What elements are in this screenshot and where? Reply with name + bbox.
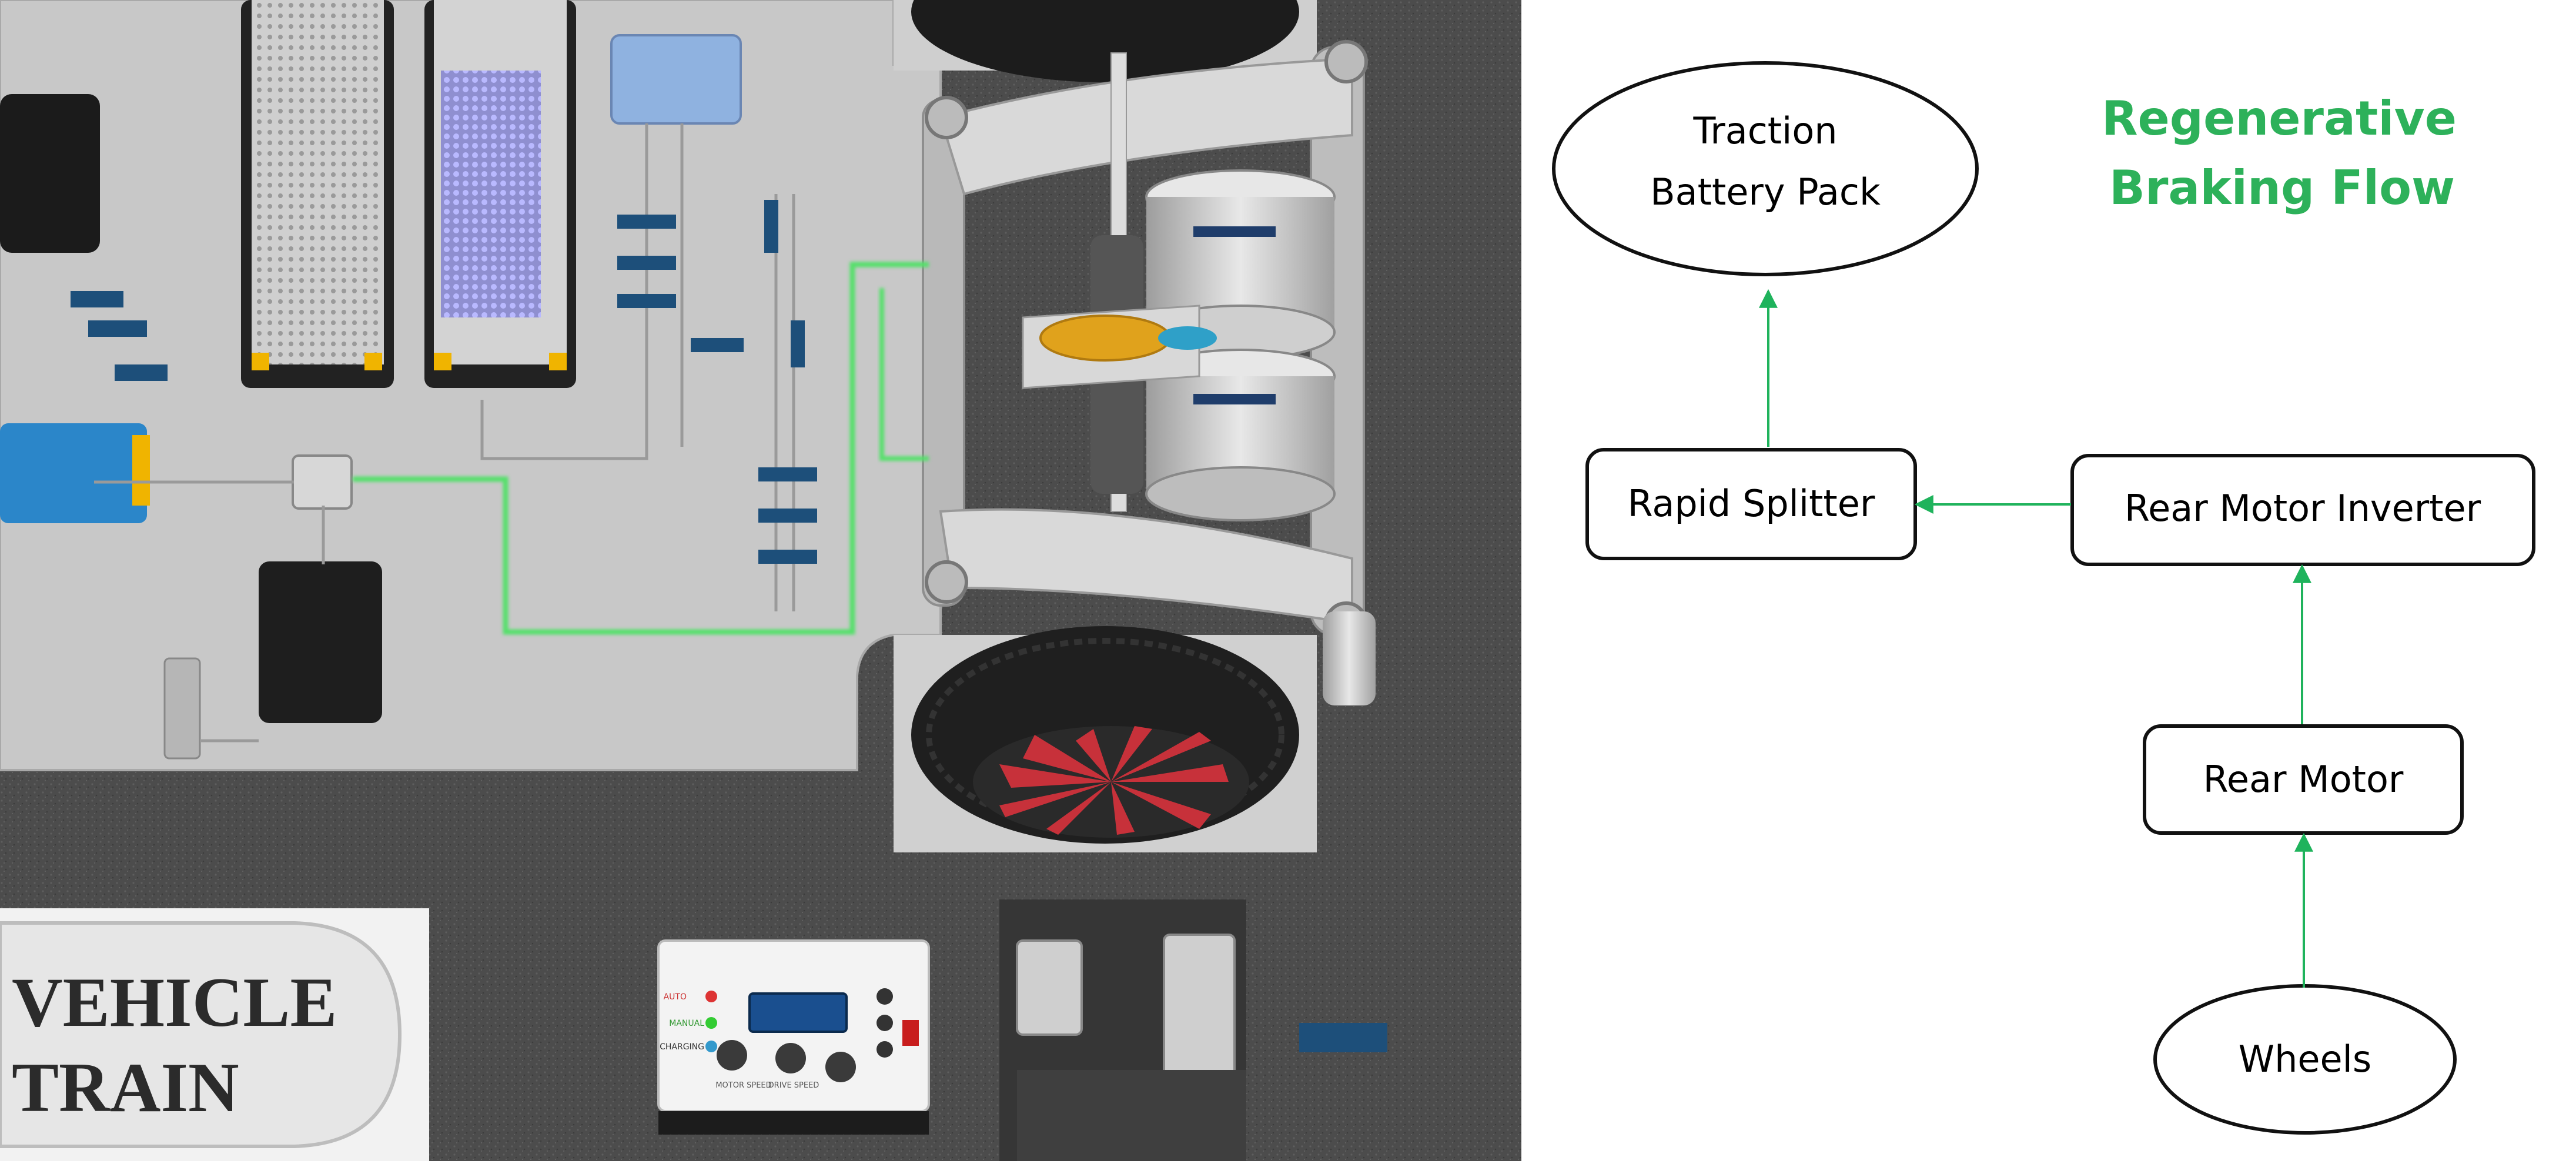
on-board-charger: [0, 423, 147, 523]
component-label-tags: [71, 200, 1387, 1052]
sign-line-2: TRAIN: [12, 1048, 239, 1126]
node-rear-motor-inverter: Rear Motor Inverter: [2070, 454, 2535, 566]
inverter-label: Rear Motor Inverter: [2125, 487, 2481, 530]
battery-module-1: [241, 0, 394, 388]
rapid-splitter-block: [292, 454, 353, 510]
regen-braking-diagram: Regenerative Braking Flow Traction Batte…: [1521, 0, 2576, 1161]
control-label-manual: MANUAL: [669, 1019, 704, 1028]
control-label-drive-speed: DRIVE SPEED: [768, 1081, 819, 1090]
wheels-label: Wheels: [2239, 1038, 2371, 1081]
control-label-motor-speed: MOTOR SPEED: [715, 1081, 771, 1090]
node-traction-battery-pack: Traction Battery Pack: [1552, 61, 1979, 276]
pedal-box: [999, 899, 1246, 1161]
motor-label: Rear Motor: [2203, 758, 2404, 801]
battery-module-2: [424, 0, 576, 388]
onboard-charger-connector: [132, 435, 150, 506]
title-sign: VEHICLE TRAIN: [0, 908, 429, 1161]
dc-dc-converter: [610, 34, 742, 125]
front-wheel: [911, 0, 1299, 82]
rear-wheel: [911, 626, 1299, 844]
battery-label-line-1: Traction: [1692, 109, 1837, 152]
diagram-title-line-1: Regenerative: [2102, 91, 2457, 146]
rear-motor-assembly: [1022, 52, 1336, 521]
pedal-sensor: [163, 657, 201, 760]
splitter-label: Rapid Splitter: [1628, 482, 1875, 525]
vcu-box: [259, 561, 382, 723]
node-rear-motor: Rear Motor: [2143, 724, 2464, 835]
charger-unit: [0, 94, 100, 253]
diagram-title-line-2: Braking Flow: [2109, 160, 2455, 215]
control-box: AUTO MANUAL CHARGING MOTOR SPEED DRIVE S…: [657, 939, 930, 1135]
ev-trainer-render: AUTO MANUAL CHARGING MOTOR SPEED DRIVE S…: [0, 0, 1521, 1161]
node-wheels: Wheels: [2153, 984, 2457, 1135]
control-label-auto: AUTO: [664, 992, 687, 1002]
flow-diagram-svg: Regenerative Braking Flow Traction Batte…: [1552, 61, 2535, 1135]
node-rapid-splitter: Rapid Splitter: [1585, 448, 1917, 560]
sign-line-1: VEHICLE: [12, 963, 337, 1041]
green-flow-trace: [353, 262, 929, 635]
ev-trainer-illustration: AUTO MANUAL CHARGING MOTOR SPEED DRIVE S…: [0, 0, 1521, 1161]
control-label-charging: CHARGING: [660, 1042, 704, 1052]
wiring-traces: [94, 123, 795, 742]
battery-label-line-2: Battery Pack: [1650, 170, 1881, 213]
green-flow-trace-2: [879, 288, 929, 461]
